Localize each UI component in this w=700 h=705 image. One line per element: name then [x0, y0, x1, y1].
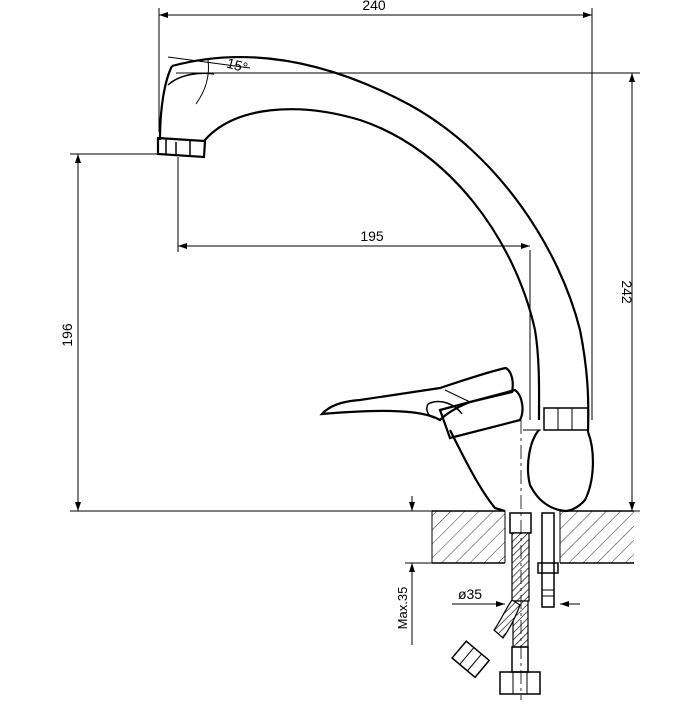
- faucet-body: [156, 55, 595, 513]
- dimension-d35-label: ø35: [458, 586, 482, 602]
- countertop-section: [431, 510, 634, 564]
- dimension-242: 242: [176, 72, 640, 512]
- dimension-max35: Max.35: [395, 496, 432, 645]
- angle-15-dimension: 15°: [167, 55, 251, 105]
- angle-15-label: 15°: [225, 55, 250, 76]
- supply-hoses: [451, 512, 559, 695]
- dimension-d35: ø35: [452, 586, 580, 607]
- dimension-196: 196: [59, 153, 434, 512]
- dimension-195: 195: [177, 157, 531, 420]
- dimension-196-label: 196: [59, 323, 75, 347]
- dimension-240-label: 240: [362, 0, 386, 13]
- dimension-240: 240: [158, 0, 593, 420]
- dimension-max35-label: Max.35: [395, 587, 410, 630]
- dimension-242-label: 242: [619, 280, 635, 304]
- dimension-195-label: 195: [360, 228, 384, 244]
